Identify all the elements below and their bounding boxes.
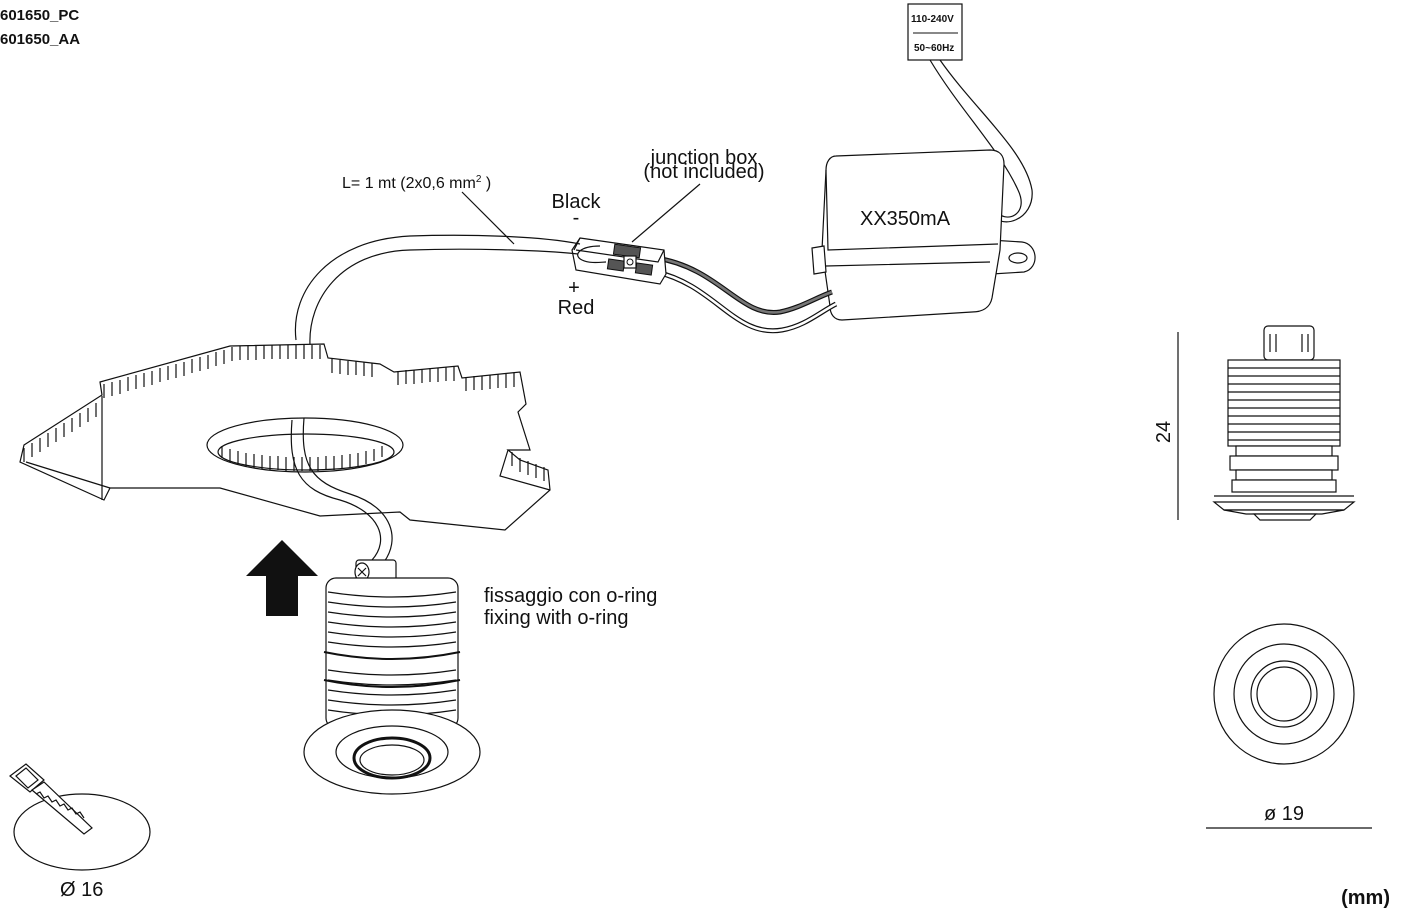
saw-tool-icon <box>9 763 93 835</box>
spotlight-fixture <box>303 559 481 795</box>
side-view-drawing: 24 <box>1153 325 1356 521</box>
positive-sign: + <box>568 277 580 299</box>
negative-sign: - <box>573 207 580 229</box>
supply-voltage: 110-240V <box>911 14 954 25</box>
cable-length-exponent: 2 <box>476 174 482 185</box>
supply-frequency: 50~60Hz <box>914 43 954 54</box>
head-diameter-dimension: ø 19 <box>1264 803 1304 825</box>
junction-box <box>571 237 667 285</box>
cable-length-label: L= 1 mt (2x0,6 mm2 ) <box>342 174 491 192</box>
mains-cable <box>929 59 1033 223</box>
junction-box-label-line2: (not included) <box>643 161 764 183</box>
mains-supply-label: 110-240V 50~60Hz <box>907 3 963 61</box>
top-view-drawing: ø 19 <box>1206 623 1372 829</box>
product-code-1: 601650_PC <box>0 7 79 24</box>
product-code-2: 601650_AA <box>0 31 80 48</box>
junction-box-label-line1: junction box <box>650 147 758 169</box>
fixing-note-english: fixing with o-ring <box>484 607 629 629</box>
fixture-cable <box>294 234 581 346</box>
fixture-lead <box>290 417 393 563</box>
units-label: (mm) <box>1341 887 1390 909</box>
driver-label: XX350mA <box>860 208 951 230</box>
black-wire-label: Black <box>552 191 602 213</box>
ceiling-panel <box>19 343 551 531</box>
height-dimension: 24 <box>1153 421 1175 443</box>
hole-diameter-dimension: Ø 16 <box>60 879 103 901</box>
driver-output-wires <box>655 255 838 334</box>
hole-cutout-drawing: Ø 16 <box>9 763 151 901</box>
fixing-note-italian: fissaggio con o-ring <box>484 585 657 607</box>
led-driver: XX350mA <box>811 149 1036 321</box>
red-wire-label: Red <box>558 297 595 319</box>
insert-direction-arrow-icon <box>246 540 318 616</box>
